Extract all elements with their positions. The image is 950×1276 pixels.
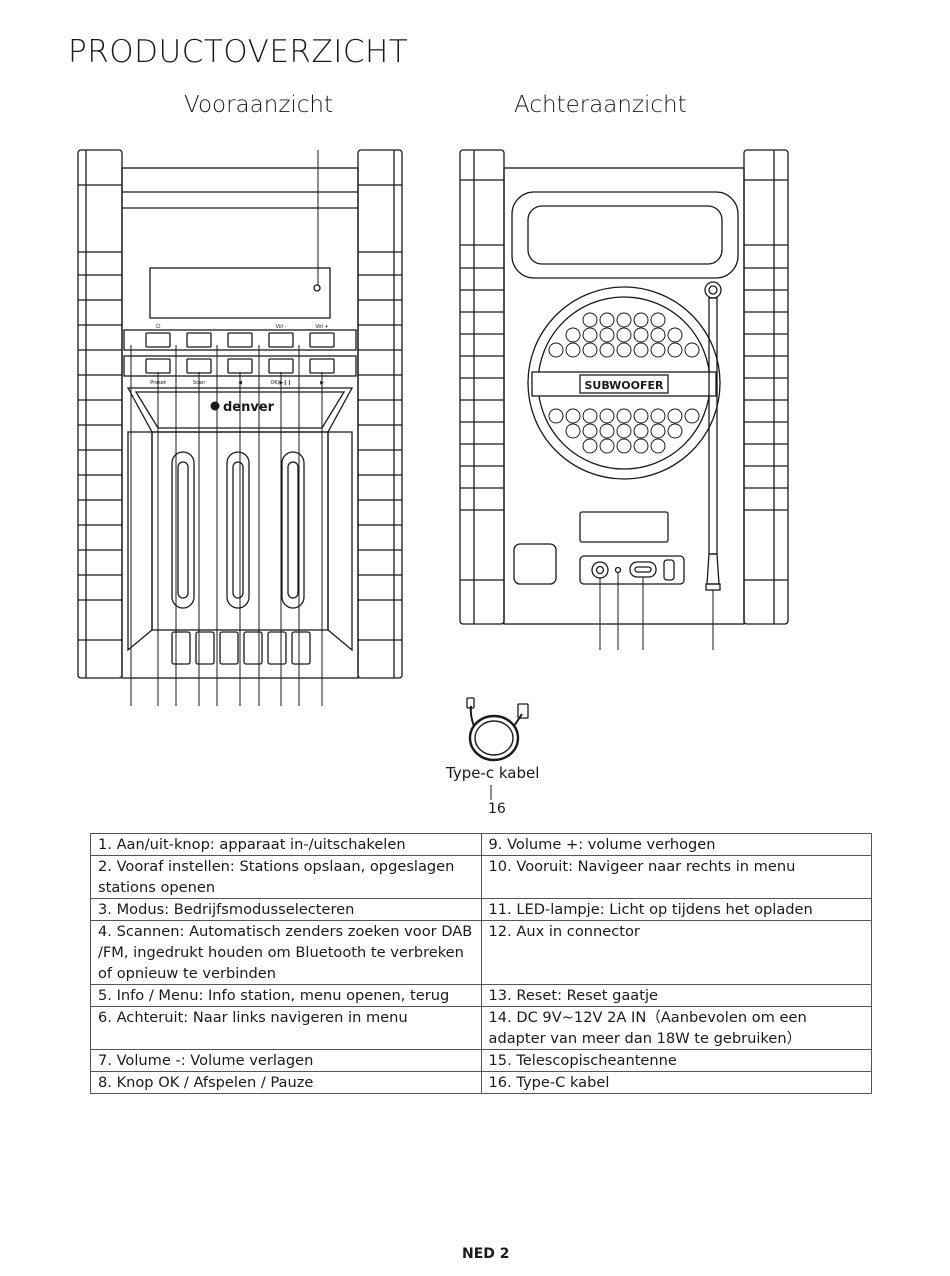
front-display — [149, 267, 331, 319]
charging-led — [663, 559, 675, 581]
table-row: 5. Info / Menu: Info station, menu opene… — [90, 984, 872, 1007]
legend-item-5: 5. Info / Menu: Info station, menu opene… — [90, 984, 482, 1007]
subwoofer-text: SUBWOOFER — [585, 379, 665, 392]
table-row: 8. Knop OK / Afspelen / Pauze 16. Type-C… — [90, 1071, 872, 1094]
table-row: 7. Volume -: Volume verlagen 15. Telesco… — [90, 1049, 872, 1072]
front-left-ribs — [78, 150, 122, 678]
back-port-panel — [579, 555, 685, 585]
power-symbol-label: ⏻ — [156, 323, 161, 330]
back-right-bumper — [743, 149, 789, 625]
front-view-heading: Vooraanzicht — [184, 92, 334, 118]
reset-hole — [614, 566, 622, 574]
front-button-strip-top — [123, 329, 357, 351]
front-slot-3 — [281, 451, 305, 609]
subwoofer-badge — [579, 374, 669, 394]
legend-item-15: 15. Telescopischeantenne — [480, 1049, 872, 1072]
usb-a-plug-icon — [517, 703, 529, 719]
page-footer: NED 2 — [462, 1246, 510, 1262]
cable-callout-number: 16 — [488, 801, 506, 817]
honeycomb-pattern — [548, 312, 700, 454]
denver-logo-icon — [210, 401, 220, 411]
front-bottom-feet — [171, 631, 311, 665]
legend-item-14: 14. DC 9V~12V 2A IN（Aanbevolen om een ad… — [480, 1006, 872, 1050]
back-handle — [511, 191, 739, 279]
table-row: 2. Vooraf instellen: Stations opslaan, o… — [90, 855, 872, 899]
cable-label: Type-c kabel — [446, 764, 540, 782]
aux-in-port — [591, 561, 609, 579]
vol-minus-label: Vol - — [276, 324, 287, 330]
usb-c-plug-icon — [466, 697, 475, 709]
front-callout-lines — [130, 150, 323, 706]
front-right-ribs — [358, 150, 402, 678]
front-right-bumper — [357, 149, 403, 679]
legend-item-9: 9. Volume +: volume verhogen — [480, 833, 872, 856]
usb-c-dc-port — [629, 561, 657, 578]
table-row: 4. Scannen: Automatisch zenders zoeken v… — [90, 920, 872, 985]
type-c-cable-drawing — [466, 697, 529, 800]
legend-item-7: 7. Volume -: Volume verlagen — [90, 1049, 482, 1072]
back-body — [503, 167, 745, 625]
front-left-bumper — [77, 149, 123, 679]
table-row: 1. Aan/uit-knop: apparaat in-/uitschakel… — [90, 833, 872, 856]
front-slot-1 — [171, 451, 195, 609]
back-view-drawing: SUBWOOFER — [459, 149, 789, 650]
subwoofer-band — [531, 371, 717, 397]
back-label-plate — [579, 511, 669, 543]
back-left-ribs — [460, 150, 504, 624]
front-button-row-bottom — [145, 358, 335, 374]
back-port-cover — [513, 543, 557, 585]
legend-item-1: 1. Aan/uit-knop: apparaat in-/uitschakel… — [90, 833, 482, 856]
legend-item-2: 2. Vooraf instellen: Stations opslaan, o… — [90, 855, 482, 899]
vol-plus-label: Vol + — [315, 324, 328, 330]
back-view-heading: Achteraanzicht — [514, 92, 687, 118]
front-button-row-top — [145, 332, 335, 348]
front-slot-2 — [226, 451, 250, 609]
legend-item-8: 8. Knop OK / Afspelen / Pauze — [90, 1071, 482, 1094]
antenna-mount — [704, 281, 722, 299]
led-indicator — [313, 284, 321, 292]
page-title: PRODUCTOVERZICHT — [68, 34, 409, 70]
legend-item-13: 13. Reset: Reset gaatje — [480, 984, 872, 1007]
legend-item-10: 10. Vooruit: Navigeer naar rechts in men… — [480, 855, 872, 899]
legend-item-6: 6. Achteruit: Naar links navigeren in me… — [90, 1006, 482, 1050]
product-diagram: ⏻ Vol - Vol + Preset Scan ◀ OK/▶❙❙ ▶ den… — [77, 149, 789, 800]
legend-item-11: 11. LED-lampje: Licht op tijdens het opl… — [480, 898, 872, 921]
legend-item-4: 4. Scannen: Automatisch zenders zoeken v… — [90, 920, 482, 985]
table-row: 3. Modus: Bedrijfsmodusselecteren 11. LE… — [90, 898, 872, 921]
subwoofer-grille — [527, 286, 721, 480]
legend-item-3: 3. Modus: Bedrijfsmodusselecteren — [90, 898, 482, 921]
back-callout-lines — [599, 573, 714, 650]
back-right-ribs — [744, 150, 788, 624]
back-left-bumper — [459, 149, 505, 625]
front-view-drawing: ⏻ Vol - Vol + Preset Scan ◀ OK/▶❙❙ ▶ den… — [77, 149, 403, 706]
legend-item-16: 16. Type-C kabel — [480, 1071, 872, 1094]
feature-legend-table: 1. Aan/uit-knop: apparaat in-/uitschakel… — [90, 833, 872, 1094]
brand-name: denver — [223, 400, 275, 415]
table-row: 6. Achteruit: Naar links navigeren in me… — [90, 1006, 872, 1050]
legend-item-12: 12. Aux in connector — [480, 920, 872, 985]
